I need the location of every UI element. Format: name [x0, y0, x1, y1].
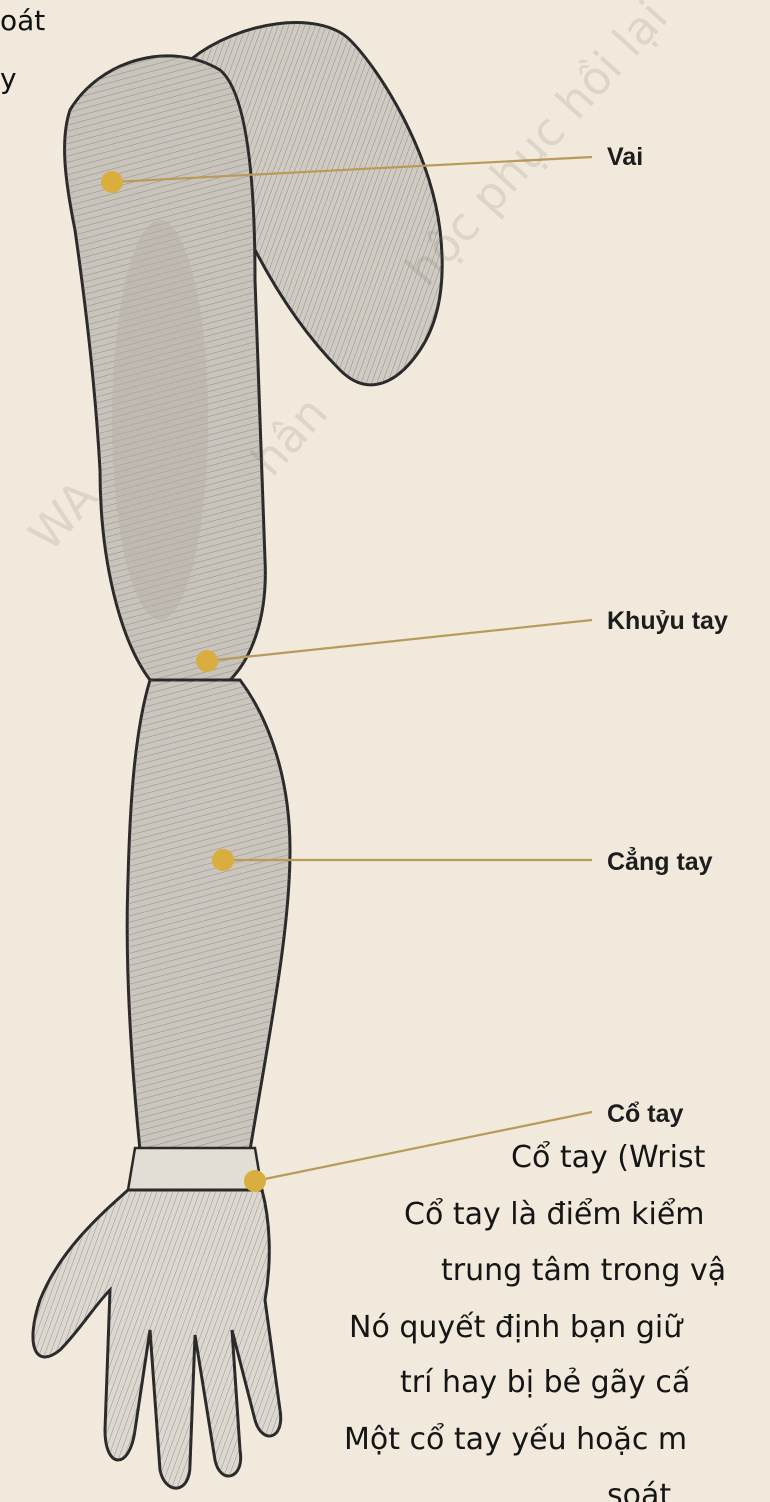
- label-elbow: Khuỷu tay: [607, 607, 728, 636]
- wrist-description-line: Cổ tay là điểm kiểm: [404, 1197, 770, 1232]
- label-forearm: Cẳng tay: [607, 848, 713, 877]
- wrist-description-line: Một cổ tay yếu hoặc m: [344, 1422, 770, 1457]
- wrist-description-line: soát: [607, 1478, 770, 1502]
- wrist-description-line: trí hay bị bẻ gãy cấ: [400, 1365, 770, 1400]
- label-wrist: Cổ tay: [607, 1100, 683, 1129]
- cropped-text-line: y: [0, 62, 17, 95]
- marker-elbow: [196, 650, 218, 672]
- marker-shoulder: [101, 171, 123, 193]
- wrist-illustration: [128, 1148, 262, 1190]
- cropped-text-line: oát: [0, 4, 45, 37]
- label-shoulder: Vai: [607, 143, 643, 172]
- wrist-description-line: Nó quyết định bạn giữ: [349, 1310, 770, 1345]
- wrist-description-line: trung tâm trong vậ: [441, 1253, 770, 1288]
- wrist-description-title: Cổ tay (Wrist: [511, 1140, 770, 1175]
- arm-illustration: [33, 23, 442, 1489]
- leader-line-elbow: [207, 620, 592, 661]
- marker-forearm: [212, 849, 234, 871]
- marker-wrist: [244, 1170, 266, 1192]
